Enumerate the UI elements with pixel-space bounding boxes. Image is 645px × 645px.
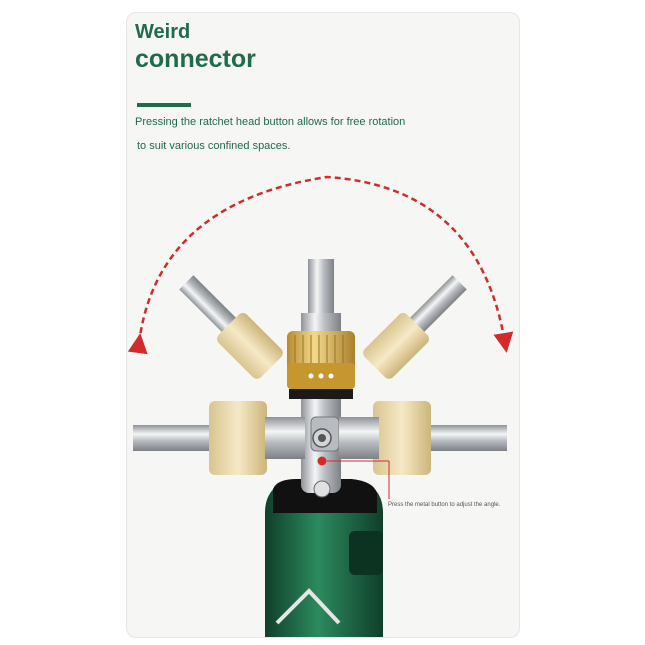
screwdriver-illustration: [127, 175, 514, 637]
horizontal-head-right: [339, 401, 507, 475]
green-handle: [265, 479, 383, 637]
description-line-2: to suit various confined spaces.: [137, 140, 291, 152]
annotation-text: Press the metal button to adjust the ang…: [388, 502, 501, 508]
product-card: Weird connector Pressing the ratchet hea…: [126, 12, 520, 638]
description-line-1: Pressing the ratchet head button allows …: [135, 116, 406, 128]
rotated-head-left: [179, 275, 283, 379]
title-weird: Weird: [135, 21, 191, 43]
title-connector: connector: [135, 45, 256, 73]
horizontal-head-left: [133, 401, 305, 475]
rotation-arrow-icon: [127, 175, 514, 355]
metal-button-marker: [317, 456, 327, 466]
rotated-head-right: [363, 275, 467, 379]
accent-bar: [137, 103, 191, 107]
